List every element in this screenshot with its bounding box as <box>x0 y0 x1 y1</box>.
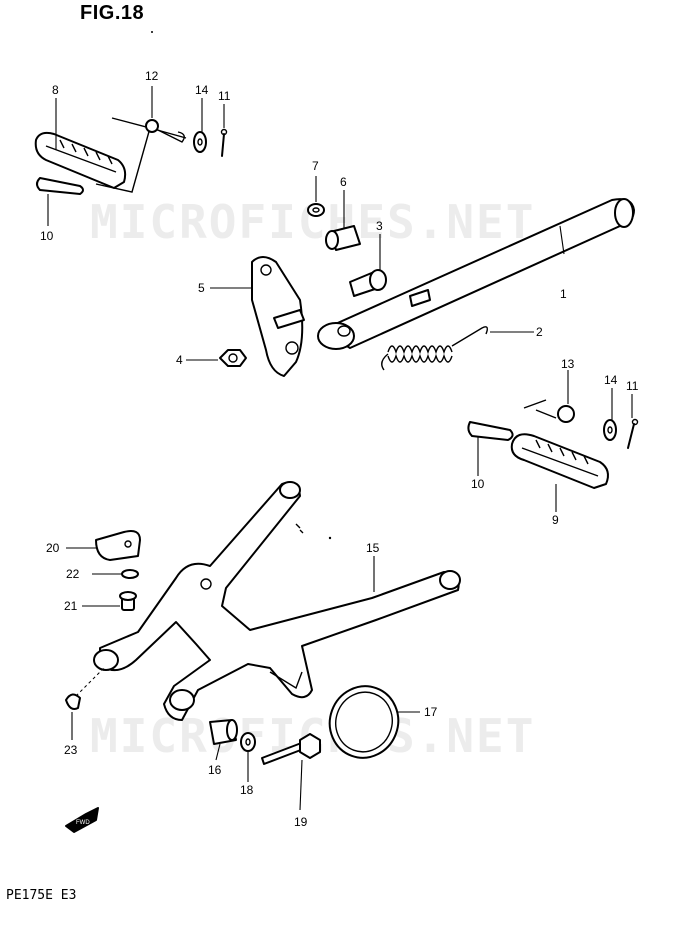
pin-11-right <box>627 418 639 449</box>
spring-12 <box>145 119 185 143</box>
footrest-frame <box>93 481 461 721</box>
callout-6: 6 <box>340 175 347 189</box>
bolt-21 <box>119 591 137 611</box>
right-footrest <box>467 399 609 489</box>
left-footrest <box>34 117 187 195</box>
callout-11-left: 11 <box>218 89 231 103</box>
callout-11-right: 11 <box>626 379 639 393</box>
side-stand-bar <box>317 198 635 350</box>
callout-14-right: 14 <box>604 373 618 387</box>
callout-15: 15 <box>366 541 380 555</box>
callout-14-left: 14 <box>195 83 209 97</box>
callout-22: 22 <box>66 567 80 581</box>
washer-18 <box>240 732 256 752</box>
figure-title: FIG.18 <box>80 2 145 24</box>
callout-16: 16 <box>208 763 222 777</box>
callout-3: 3 <box>376 219 383 233</box>
callout-4: 4 <box>176 353 183 367</box>
callout-19: 19 <box>294 815 308 829</box>
callout-20: 20 <box>46 541 60 555</box>
guard-20 <box>95 530 141 561</box>
callout-13: 13 <box>561 357 575 371</box>
callout-labels: 8 12 14 11 10 7 6 3 5 1 2 4 13 14 11 10 … <box>40 69 639 829</box>
stand-bracket <box>251 256 305 377</box>
washer-14-left <box>193 131 207 153</box>
washer-22 <box>121 569 139 579</box>
leader-lines <box>47 86 633 811</box>
nut <box>219 349 247 367</box>
callout-8: 8 <box>52 83 59 97</box>
callout-10-left: 10 <box>40 229 54 243</box>
callout-21: 21 <box>64 599 78 613</box>
callout-7: 7 <box>312 159 319 173</box>
debris-marks <box>151 31 332 540</box>
fwd-label: FWD <box>76 820 90 826</box>
model-code: PE175E E3 <box>6 888 77 903</box>
callout-18: 18 <box>240 783 254 797</box>
bolt-19 <box>261 733 321 765</box>
washer-7 <box>307 203 325 217</box>
callout-1: 1 <box>560 287 567 301</box>
watermark-top: MICROFICHES.NET <box>90 195 535 249</box>
callout-23: 23 <box>64 743 78 757</box>
callout-10-right: 10 <box>471 477 485 491</box>
callout-12: 12 <box>145 69 159 83</box>
o-ring-17 <box>328 685 400 759</box>
pin-11-left <box>220 128 228 157</box>
bolt-6 <box>325 225 361 251</box>
cap-23 <box>65 667 105 710</box>
collar-16 <box>209 719 238 745</box>
callout-5: 5 <box>198 281 205 295</box>
bolt-3 <box>349 269 387 297</box>
callout-17: 17 <box>424 705 438 719</box>
callout-9: 9 <box>552 513 559 527</box>
spring-13 <box>535 405 575 423</box>
stand-spring <box>381 326 489 371</box>
fwd-arrow-icon: FWD <box>65 807 99 833</box>
callout-2: 2 <box>536 325 543 339</box>
washer-14-right <box>603 419 617 441</box>
